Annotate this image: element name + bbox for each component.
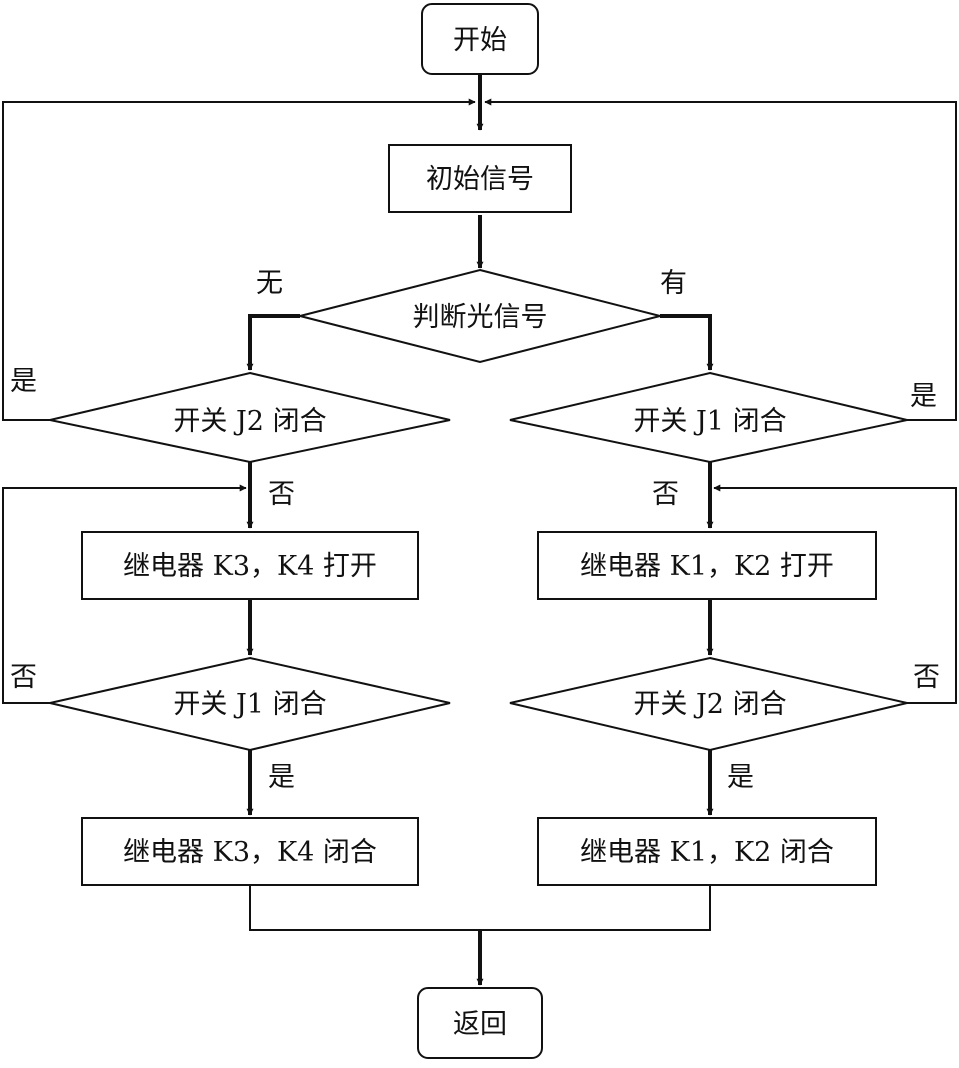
- edge-label-none: 无: [256, 268, 283, 299]
- right-check-j2-node: 开关 J2 闭合: [509, 656, 908, 752]
- left-check-j1-label: 开关 J1 闭合: [173, 689, 326, 720]
- start-node: 开始: [421, 3, 539, 75]
- judge-light-node: 判断光信号: [299, 268, 661, 364]
- edge-label-right-yes-loop: 是: [910, 381, 937, 412]
- edge-label-right-no-loop: 否: [913, 662, 940, 693]
- return-label: 返回: [453, 1009, 507, 1040]
- right-relay-open-node: 继电器 K1，K2 打开: [537, 531, 877, 600]
- edge-label-right-yes-down: 是: [727, 762, 754, 793]
- judge-light-label: 判断光信号: [413, 302, 548, 333]
- left-relay-close-node: 继电器 K3，K4 闭合: [81, 817, 419, 886]
- left-relay-open-label: 继电器 K3，K4 打开: [123, 551, 377, 582]
- left-check-j1-node: 开关 J1 闭合: [49, 656, 451, 752]
- edge-label-has: 有: [660, 268, 687, 299]
- edge-label-left-no-down: 否: [268, 479, 295, 510]
- edge-judge-to-right-j1: [660, 314, 714, 371]
- left-check-j2-label: 开关 J2 闭合: [173, 406, 326, 437]
- right-check-j2-label: 开关 J2 闭合: [633, 689, 786, 720]
- edge-label-left-yes-loop: 是: [10, 366, 37, 397]
- edge-left-j2-yes-loop: [2, 98, 476, 421]
- edge-left-j1-no-loop: [2, 484, 247, 704]
- init-signal-node: 初始信号: [388, 144, 572, 213]
- left-relay-open-node: 继电器 K3，K4 打开: [81, 531, 419, 600]
- init-signal-label: 初始信号: [426, 164, 534, 195]
- right-relay-open-label: 继电器 K1，K2 打开: [580, 551, 834, 582]
- edge-label-left-no-loop: 否: [10, 662, 37, 693]
- right-relay-close-label: 继电器 K1，K2 闭合: [580, 837, 834, 868]
- right-check-j1-node: 开关 J1 闭合: [509, 371, 908, 464]
- left-relay-close-label: 继电器 K3，K4 闭合: [123, 837, 377, 868]
- return-node: 返回: [417, 987, 543, 1059]
- edge-label-right-no-down: 否: [652, 479, 679, 510]
- edge-left-close-merge: [249, 885, 711, 931]
- right-relay-close-node: 继电器 K1，K2 闭合: [537, 817, 877, 886]
- edge-label-left-yes-down: 是: [268, 762, 295, 793]
- edge-right-j2-no-loop: [713, 484, 957, 704]
- edge-right-j1-yes-loop: [484, 98, 957, 421]
- left-check-j2-node: 开关 J2 闭合: [49, 371, 451, 464]
- edge-judge-to-left-j2: [246, 314, 300, 371]
- right-check-j1-label: 开关 J1 闭合: [633, 406, 786, 437]
- start-label: 开始: [453, 25, 507, 56]
